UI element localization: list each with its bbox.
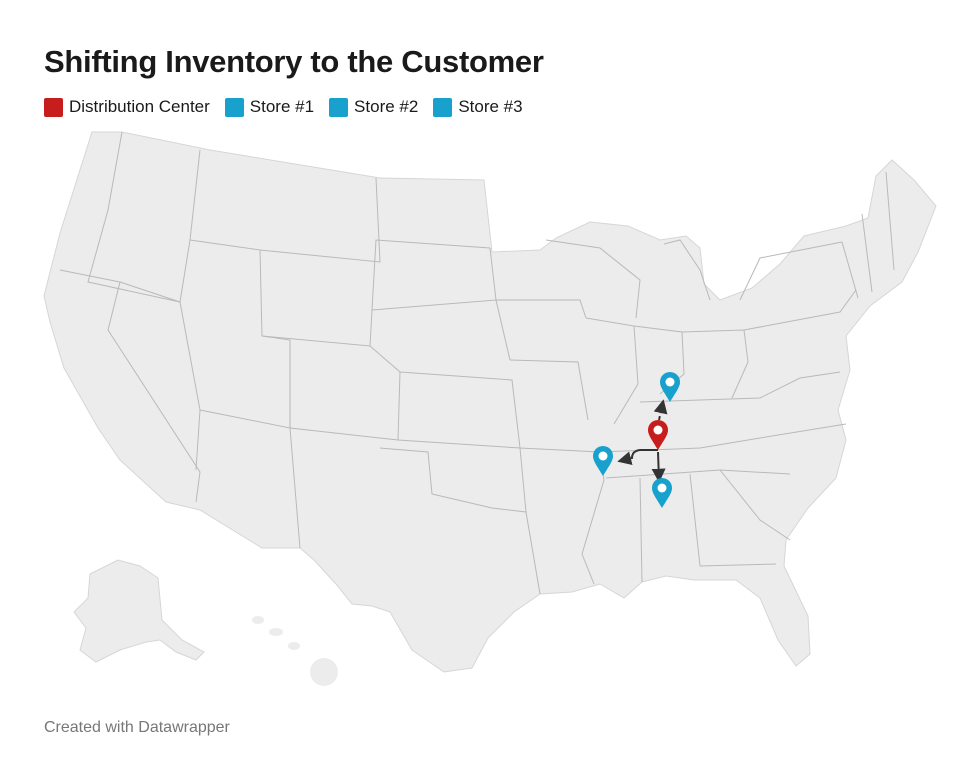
route-to-store-3 [651, 451, 666, 483]
hawaii [252, 616, 338, 686]
route-to-store-1 [653, 399, 668, 421]
legend-item-store-2: Store #2 [329, 97, 418, 117]
alaska [73, 559, 205, 663]
route-to-store-2 [617, 449, 658, 466]
contiguous-us-landmass [43, 131, 937, 673]
legend-swatch [329, 97, 349, 117]
map-pin-icon [648, 420, 668, 450]
legend-item-store-1: Store #1 [224, 97, 315, 117]
store-2-pin[interactable] [593, 446, 613, 476]
distribution-center-pin[interactable] [648, 420, 668, 450]
markers [593, 372, 680, 508]
legend-swatch [224, 97, 244, 117]
legend-swatch [433, 97, 453, 117]
routes [617, 399, 668, 483]
legend: Distribution Center Store #1 Store #2 St… [44, 97, 538, 117]
legend-item-store-3: Store #3 [433, 97, 523, 117]
chart-title: Shifting Inventory to the Customer [44, 44, 544, 79]
map-pin-icon [660, 372, 680, 402]
store-1-pin[interactable] [660, 372, 680, 402]
credit-text: Created with Datawrapper [44, 719, 230, 736]
legend-label: Store #1 [249, 97, 315, 116]
land [43, 131, 937, 686]
store-3-pin[interactable] [652, 478, 672, 508]
state-borders [59, 131, 895, 595]
legend-label: Store #2 [354, 97, 419, 116]
legend-label: Distribution Center [69, 97, 210, 116]
legend-swatch [44, 97, 63, 117]
legend-label: Store #3 [458, 97, 523, 116]
map-pin-icon [593, 446, 613, 476]
map-pin-icon [652, 478, 672, 508]
legend-item-distribution-center: Distribution Center [44, 97, 210, 117]
